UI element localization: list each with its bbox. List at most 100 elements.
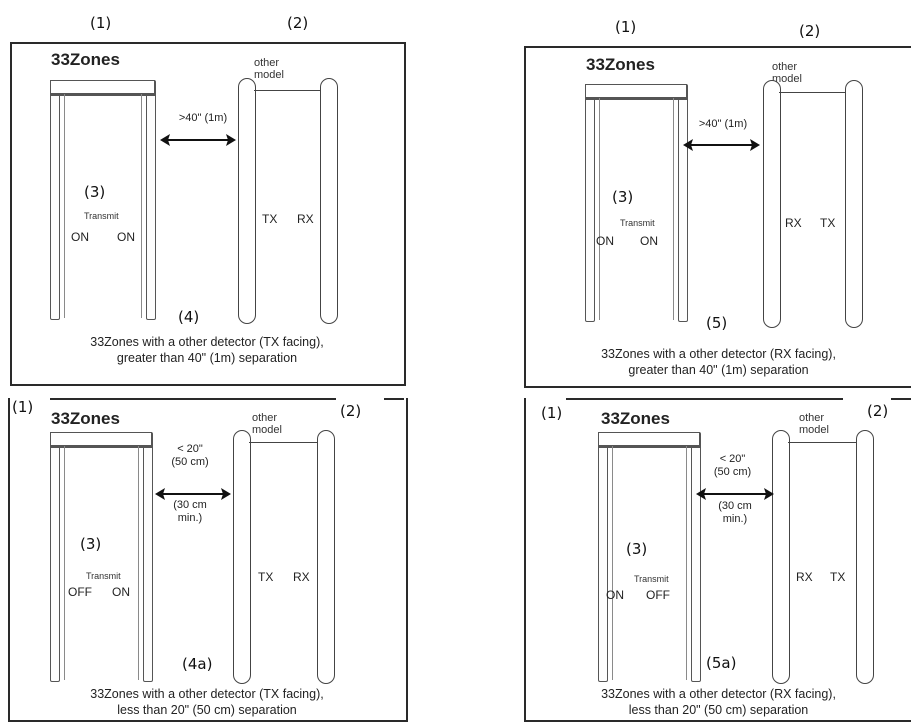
other-post-left (233, 430, 251, 684)
distance-min-label: (30 cm min.) (718, 500, 752, 525)
arrow-head-left (160, 134, 170, 146)
other-gate (238, 78, 338, 324)
panel-frame (10, 42, 406, 386)
port-left: TX (258, 570, 274, 584)
brand-label: 33Zones (586, 55, 655, 74)
transmit-state-left: OFF (68, 585, 92, 599)
gate-post-left (598, 432, 608, 682)
panel-frame (8, 398, 408, 722)
gate-rail-left (612, 446, 613, 680)
other-gate (772, 430, 874, 684)
other-post-left (763, 80, 781, 328)
port-left: RX (796, 570, 813, 584)
caption: 33Zones with a other detector (RX facing… (526, 686, 911, 718)
distance-label: >40" (1m) (698, 118, 748, 130)
separation-arrow (160, 134, 236, 146)
label-one: (1) (615, 18, 637, 36)
port-right: RX (293, 570, 310, 584)
transmit-state-left: ON (596, 234, 614, 248)
arrow-head-right (226, 134, 236, 146)
other-post-right (320, 78, 338, 324)
caption-line-1: 33Zones with a other detector (TX facing… (90, 687, 324, 701)
transmit-label: Transmit (84, 211, 119, 221)
gate-header (598, 432, 700, 448)
caption-line-1: 33Zones with a other detector (RX facing… (601, 347, 836, 361)
port-right: RX (297, 212, 314, 226)
gate-header (50, 432, 152, 448)
zones-gate (50, 432, 153, 682)
gate-rail-left (64, 446, 65, 680)
gate-post-left (50, 432, 60, 682)
caption-line-1: 33Zones with a other detector (TX facing… (90, 335, 324, 349)
gate-rail-right (138, 446, 139, 680)
other-gate (233, 430, 335, 684)
distance-label: < 20" (50 cm) (171, 443, 209, 468)
other-post-right (856, 430, 874, 684)
gate-post-right (143, 432, 153, 682)
other-post-right (317, 430, 335, 684)
figure-ref: (4) (178, 308, 200, 326)
panel-frame-top-right (891, 398, 911, 400)
label-three: (3) (612, 188, 634, 206)
figure-ref: (5a) (706, 654, 737, 672)
panel-frame-top-right (384, 398, 404, 400)
gate-rail-right (673, 98, 674, 320)
arrow-head-right (750, 139, 760, 151)
transmit-state-right: ON (112, 585, 130, 599)
model-label: other model (254, 57, 284, 81)
transmit-label: Transmit (620, 218, 655, 228)
label-two: (2) (795, 22, 825, 40)
distance-label: < 20" (50 cm) (713, 453, 752, 478)
label-two: (2) (867, 402, 889, 420)
label-one: (1) (541, 404, 563, 422)
model-label: other model (799, 412, 829, 436)
gate-header (585, 84, 687, 100)
caption-line-2: greater than 40" (1m) separation (628, 363, 809, 377)
panel-frame (524, 398, 911, 722)
label-one: (1) (90, 14, 112, 32)
other-top-bar (779, 92, 845, 93)
transmit-state-right: ON (640, 234, 658, 248)
model-label: other model (252, 412, 282, 436)
caption: 33Zones with a other detector (TX facing… (12, 334, 402, 366)
panel-frame-top (50, 398, 336, 400)
transmit-state-left: ON (71, 230, 89, 244)
gate-post-left (50, 80, 60, 320)
gate-post-right (691, 432, 701, 682)
label-one: (1) (12, 398, 34, 416)
brand-label: 33Zones (51, 50, 120, 69)
port-right: TX (820, 216, 836, 230)
separation-arrow (683, 139, 760, 151)
transmit-state-right: OFF (646, 588, 670, 602)
gate-rail-left (599, 98, 600, 320)
distance-label: >40" (1m) (178, 112, 228, 124)
arrow-head-right (764, 488, 774, 500)
other-top-bar (254, 90, 320, 91)
gate-header (50, 80, 155, 96)
other-top-bar (249, 442, 317, 443)
port-right: TX (830, 570, 846, 584)
model-label: other model (772, 61, 802, 85)
arrow-head-right (221, 488, 231, 500)
other-gate (763, 80, 863, 328)
label-three: (3) (626, 540, 648, 558)
transmit-state-right: ON (117, 230, 135, 244)
transmit-state-left: ON (606, 588, 624, 602)
separation-arrow (155, 488, 231, 500)
figure-ref: (5) (706, 314, 728, 332)
caption-line-2: less than 20" (50 cm) separation (117, 703, 297, 717)
label-three: (3) (80, 535, 102, 553)
gate-post-right (146, 80, 156, 320)
brand-label: 33Zones (601, 409, 670, 428)
port-left: RX (785, 216, 802, 230)
gate-post-right (678, 84, 688, 322)
arrow-head-left (683, 139, 693, 151)
label-two: (2) (283, 14, 313, 32)
figure-ref: (4a) (182, 655, 213, 673)
other-post-left (772, 430, 790, 684)
transmit-label: Transmit (86, 571, 121, 581)
caption-line-2: less than 20" (50 cm) separation (628, 703, 809, 717)
gate-rail-left (64, 94, 65, 318)
arrow-head-left (696, 488, 706, 500)
caption-line-2: greater than 40" (1m) separation (116, 351, 298, 365)
